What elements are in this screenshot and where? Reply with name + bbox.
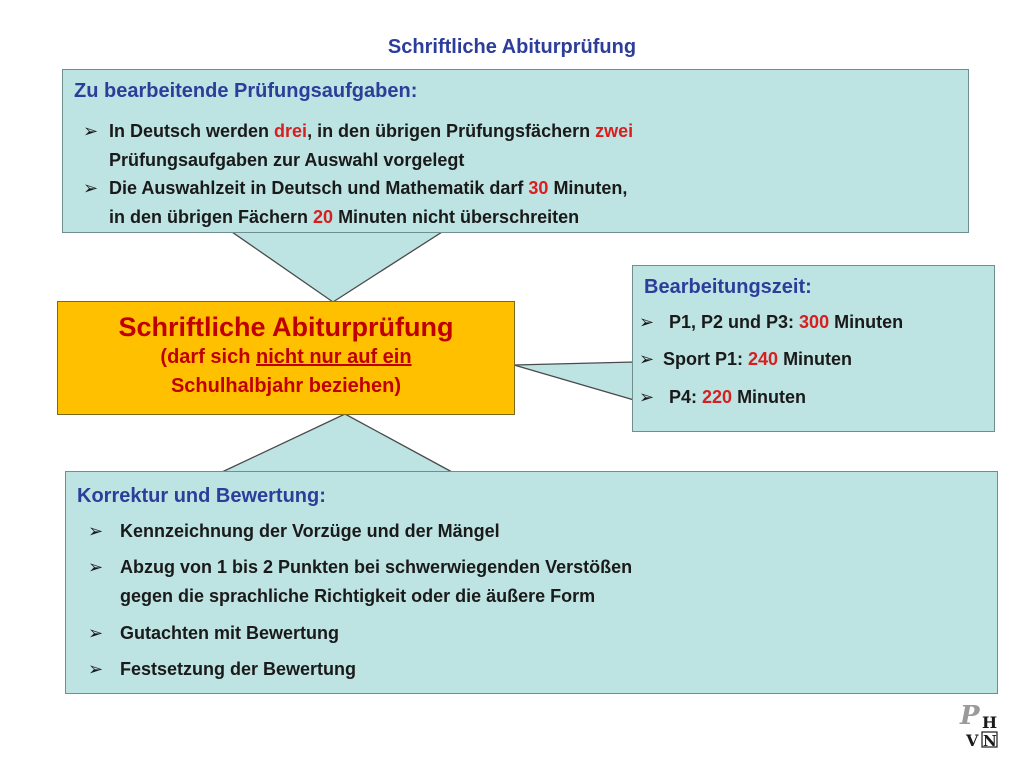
bullet-icon: ➢ — [88, 623, 104, 643]
connector-top — [229, 231, 445, 303]
bullet-icon: ➢ — [639, 312, 655, 332]
center-line-2: (darf sich nicht nur auf ein — [160, 346, 412, 368]
connector-bottom — [221, 413, 453, 473]
correction-box: Korrektur und Bewertung: ➢Kennzeichnung … — [65, 471, 998, 694]
svg-text:H: H — [982, 713, 997, 732]
correction-item-3: ➢Gutachten mit Bewertung — [88, 619, 339, 648]
center-line-3: Schulhalbjahr beziehen) — [170, 375, 402, 397]
exam-tasks-item-2: ➢Die Auswahlzeit in Deutsch und Mathemat… — [83, 174, 627, 232]
correction-item-2: ➢Abzug von 1 bis 2 Punkten bei schwerwie… — [88, 553, 632, 611]
svg-text:V: V — [965, 731, 979, 750]
processing-time-box: Bearbeitungszeit: ➢P1, P2 und P3: 300 Mi… — [632, 265, 995, 432]
svg-text:P: P — [959, 701, 981, 731]
bullet-icon: ➢ — [639, 387, 655, 407]
processing-time-item-2: ➢Sport P1: 240 Minuten — [639, 345, 852, 374]
processing-time-item-3: ➢P4: 220 Minuten — [639, 383, 806, 412]
correction-item-4: ➢Festsetzung der Bewertung — [88, 655, 356, 684]
bullet-icon: ➢ — [83, 178, 99, 198]
correction-heading: Korrektur und Bewertung: — [77, 485, 326, 507]
processing-time-heading: Bearbeitungszeit: — [644, 276, 812, 298]
correction-item-1: ➢Kennzeichnung der Vorzüge und der Mänge… — [88, 517, 500, 546]
logo-icon: P H V N — [959, 701, 998, 750]
processing-time-item-1: ➢P1, P2 und P3: 300 Minuten — [639, 308, 903, 337]
bullet-icon: ➢ — [88, 521, 104, 541]
center-exam-box: Schriftliche Abiturprüfung (darf sich ni… — [57, 301, 515, 415]
exam-tasks-heading: Zu bearbeitende Prüfungsaufgaben: — [74, 80, 418, 102]
svg-text:N: N — [983, 732, 997, 750]
page-title: Schriftliche Abiturprüfung — [387, 36, 637, 58]
center-title: Schriftliche Abiturprüfung — [118, 312, 454, 342]
exam-tasks-box: Zu bearbeitende Prüfungsaufgaben: ➢In De… — [62, 69, 969, 233]
exam-tasks-item-1: ➢In Deutsch werden drei, in den übrigen … — [83, 117, 633, 175]
bullet-icon: ➢ — [83, 121, 99, 141]
bullet-icon: ➢ — [639, 349, 655, 369]
connector-right — [513, 361, 635, 401]
bullet-icon: ➢ — [88, 557, 104, 577]
bullet-icon: ➢ — [88, 659, 104, 679]
